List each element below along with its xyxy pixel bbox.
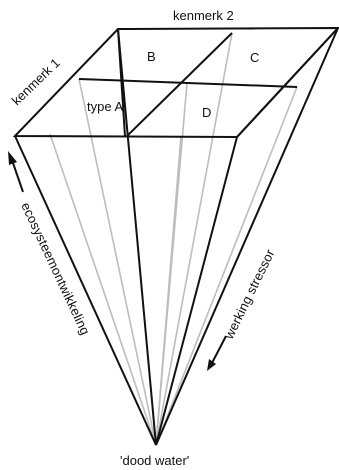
top-grid: [12, 26, 339, 139]
grid-line-front-back: [78, 78, 298, 88]
pyramid-edge-right: [155, 27, 339, 446]
cell-label-b: B: [147, 49, 156, 64]
cell-label-a: type A: [87, 99, 123, 114]
pyramid-edges: [14, 27, 339, 446]
projection-lines: [49, 32, 298, 446]
projection-line: [155, 135, 182, 446]
left-arrow-head: [8, 151, 17, 165]
pyramid-edge-front-right: [236, 27, 339, 138]
characteristic-1-label: kenmerk 1: [9, 55, 63, 108]
apex-label: 'dood water': [120, 453, 189, 468]
cell-label-d: D: [202, 105, 211, 120]
characteristic-2-label: kenmerk 2: [173, 8, 234, 23]
left-axis-arrow: [8, 151, 24, 193]
cell-label-c: C: [250, 50, 259, 65]
right-axis-arrow: [207, 335, 227, 371]
right-arrow-head: [207, 359, 216, 371]
grid-line-left-right: [126, 32, 233, 137]
projection-line: [78, 78, 157, 446]
pyramid-edge-back: [117, 28, 157, 446]
right-arrow-shaft: [211, 335, 227, 364]
pyramid-edge-front: [155, 136, 238, 446]
projection-line: [49, 133, 157, 446]
projection-line: [155, 32, 233, 446]
projection-line: [155, 86, 298, 446]
left-axis-label: ecosysteemontwikkeling: [18, 200, 93, 337]
left-arrow-shaft: [11, 159, 24, 193]
pyramid-edge-left: [14, 135, 157, 446]
